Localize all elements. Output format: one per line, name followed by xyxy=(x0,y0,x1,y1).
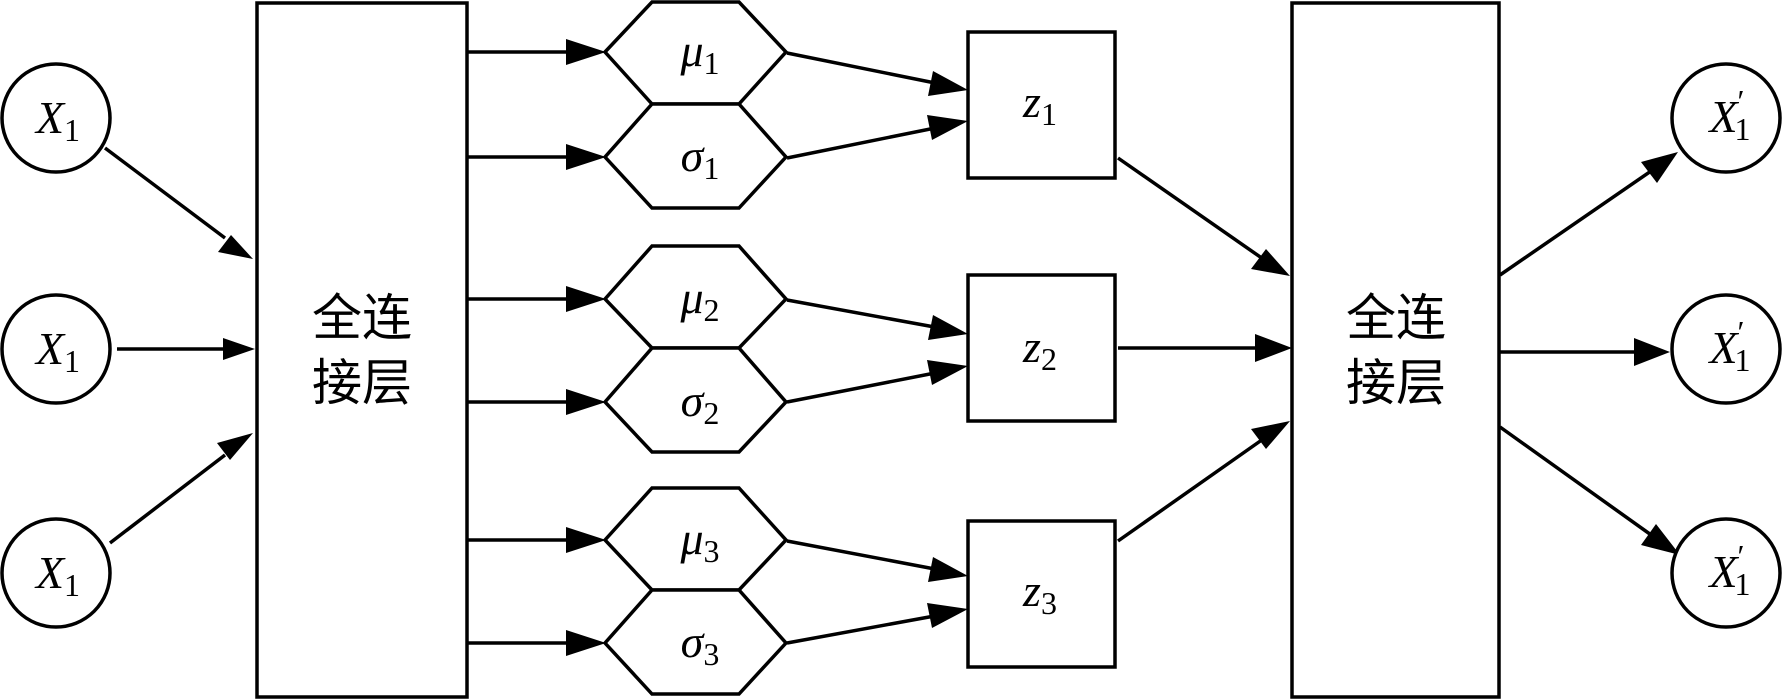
edge-z1-decoder xyxy=(1117,156,1267,263)
arrowhead-decoder-output3 xyxy=(1641,524,1680,555)
edge-input1-encoder xyxy=(103,146,227,240)
arrowhead-z1-decoder xyxy=(1251,249,1290,276)
input-node-circle xyxy=(0,293,112,405)
edge-mu1-z1 xyxy=(786,51,941,86)
sigma-node-1 xyxy=(602,102,789,210)
output-node-label: X′1 xyxy=(1707,83,1750,147)
arrowhead-z3-decoder xyxy=(1251,421,1290,449)
arrowhead-mu1-z1 xyxy=(928,71,968,96)
output-node-label: X′1 xyxy=(1707,314,1750,378)
mu-label-3: μ3 xyxy=(679,513,719,569)
edge-mu2-z2 xyxy=(786,298,941,330)
decoder-layer-label-line1: 全连 xyxy=(1346,289,1446,347)
edge-sigma2-z2 xyxy=(786,370,941,404)
input-node-label: X1 xyxy=(34,92,80,148)
output-node: X′1 xyxy=(1670,293,1782,405)
output-node-circle xyxy=(1670,293,1782,405)
z-label-1: z1 xyxy=(1022,76,1057,132)
mu-label-1: μ1 xyxy=(679,25,719,81)
z-label-3: z3 xyxy=(1022,565,1057,621)
output-node-label: X′1 xyxy=(1707,538,1750,602)
edge-input3-encoder xyxy=(108,453,227,545)
input-node-label: X1 xyxy=(34,547,80,603)
z-node-1 xyxy=(966,30,1117,180)
arrowhead-encoder-sigma2 xyxy=(566,389,606,415)
edge-sigma3-z3 xyxy=(786,613,941,645)
latent-group-3: μ3 σ3 z3 xyxy=(602,486,1117,696)
edge-decoder-output3 xyxy=(1498,425,1656,539)
sigma-label-2: σ2 xyxy=(681,375,720,431)
edge-decoder-output1 xyxy=(1499,167,1655,277)
arrowhead-encoder-mu1 xyxy=(566,39,606,65)
decoder-layer: 全连 接层 xyxy=(1290,1,1501,699)
output-node: X′1 xyxy=(1670,517,1782,629)
arrowhead-input2-encoder xyxy=(223,338,255,360)
arrowhead-sigma3-z3 xyxy=(927,603,968,628)
arrowhead-mu3-z3 xyxy=(928,557,968,582)
input-nodes: X1 X1 X1 xyxy=(0,62,112,629)
input-node-circle xyxy=(0,62,112,174)
arrowhead-sigma2-z2 xyxy=(927,360,968,385)
z-node-3 xyxy=(966,519,1117,669)
encoder-layer: 全连 接层 xyxy=(255,1,469,699)
input-node: X1 xyxy=(0,293,112,405)
edges xyxy=(103,39,1680,656)
output-node: X′1 xyxy=(1670,62,1782,174)
output-nodes: X′1 X′1 X′1 xyxy=(1670,62,1782,629)
edge-z3-decoder xyxy=(1116,435,1268,543)
arrowhead-decoder-output2 xyxy=(1634,338,1670,366)
decoder-layer-box xyxy=(1290,1,1501,699)
output-node-circle xyxy=(1670,62,1782,174)
output-node-circle xyxy=(1670,517,1782,629)
arrowhead-sigma1-z1 xyxy=(927,115,968,140)
encoder-layer-label-line2: 接层 xyxy=(312,354,412,412)
latent-group-2: μ2 σ2 z2 xyxy=(602,244,1117,454)
latent-group-1: μ1 σ1 z1 xyxy=(602,0,1117,210)
sigma-node-3 xyxy=(602,588,789,696)
decoder-layer-label-line2: 接层 xyxy=(1346,354,1446,412)
input-node-circle xyxy=(0,517,112,629)
arrowhead-encoder-mu2 xyxy=(566,286,606,312)
z-node-2 xyxy=(966,273,1117,423)
arrowhead-mu2-z2 xyxy=(928,315,968,340)
arrowhead-input3-encoder xyxy=(217,433,253,460)
mu-label-2: μ2 xyxy=(679,272,719,328)
sigma-label-1: σ1 xyxy=(681,130,720,186)
arrowhead-encoder-mu3 xyxy=(566,527,606,553)
edge-sigma1-z1 xyxy=(786,125,941,160)
input-node: X1 xyxy=(0,517,112,629)
arrowhead-encoder-sigma3 xyxy=(566,630,606,656)
arrowhead-decoder-output1 xyxy=(1641,152,1678,183)
sigma-label-3: σ3 xyxy=(681,616,720,672)
edge-mu3-z3 xyxy=(786,539,941,572)
arrowhead-encoder-sigma1 xyxy=(566,144,606,170)
arrowhead-input1-encoder xyxy=(218,235,253,259)
input-node: X1 xyxy=(0,62,112,174)
input-node-label: X1 xyxy=(34,323,80,379)
arrowhead-z2-decoder xyxy=(1255,334,1292,362)
sigma-node-2 xyxy=(602,346,789,454)
z-label-2: z2 xyxy=(1022,321,1057,377)
encoder-layer-label-line1: 全连 xyxy=(312,289,412,347)
encoder-layer-box xyxy=(255,1,469,699)
